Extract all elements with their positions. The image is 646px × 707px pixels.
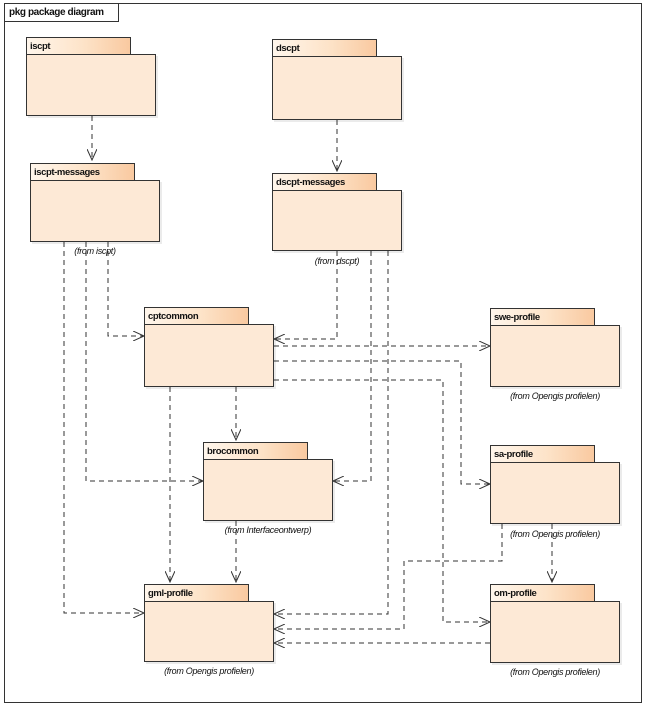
package-body (30, 180, 160, 242)
package-body (490, 601, 620, 663)
dep-cptcommon-to-sa-profile (274, 360, 490, 484)
package-origin-label: (from Opengis profielen) (510, 667, 600, 677)
dep-iscpt-messages-to-gml-profile (63, 242, 144, 613)
package-tab: iscpt (26, 37, 131, 55)
package-body (144, 324, 274, 387)
package-tab: dscpt (272, 39, 377, 57)
package-tab: cptcommon (144, 307, 249, 325)
dep-sa-profile-to-gml-profile (274, 524, 503, 629)
package-body (272, 190, 402, 251)
package-tab: iscpt-messages (30, 163, 135, 181)
package-origin-label: (from iscpt) (74, 246, 116, 256)
package-origin-label: (from Interfaceontwerp) (224, 525, 312, 535)
dep-iscpt-messages-to-cptcommon (107, 242, 144, 336)
dep-dscpt-messages-to-gml-profile (274, 251, 389, 614)
package-origin-label: (from dscpt) (314, 256, 360, 266)
package-tab: dscpt-messages (272, 173, 377, 191)
package-body (203, 459, 333, 521)
package-body (144, 601, 274, 662)
package-tab: om-profile (490, 584, 595, 602)
dep-iscpt-messages-to-brocommon (85, 242, 203, 481)
frame-label: pkg package diagram (5, 4, 119, 22)
dep-cptcommon-to-om-profile (274, 379, 490, 622)
package-tab: sa-profile (490, 445, 595, 463)
package-tab: gml-profile (144, 584, 249, 602)
package-body (26, 54, 156, 116)
package-tab: swe-profile (490, 308, 595, 326)
package-origin-label: (from Opengis profielen) (164, 666, 254, 676)
package-origin-label: (from Opengis profielen) (510, 529, 600, 539)
dep-dscpt-messages-to-cptcommon (274, 251, 338, 339)
package-tab: brocommon (203, 442, 308, 460)
package-body (490, 462, 620, 524)
dep-dscpt-messages-to-brocommon (333, 251, 372, 481)
package-body (272, 56, 402, 120)
package-origin-label: (from Opengis profielen) (510, 391, 600, 401)
package-body (490, 325, 620, 387)
